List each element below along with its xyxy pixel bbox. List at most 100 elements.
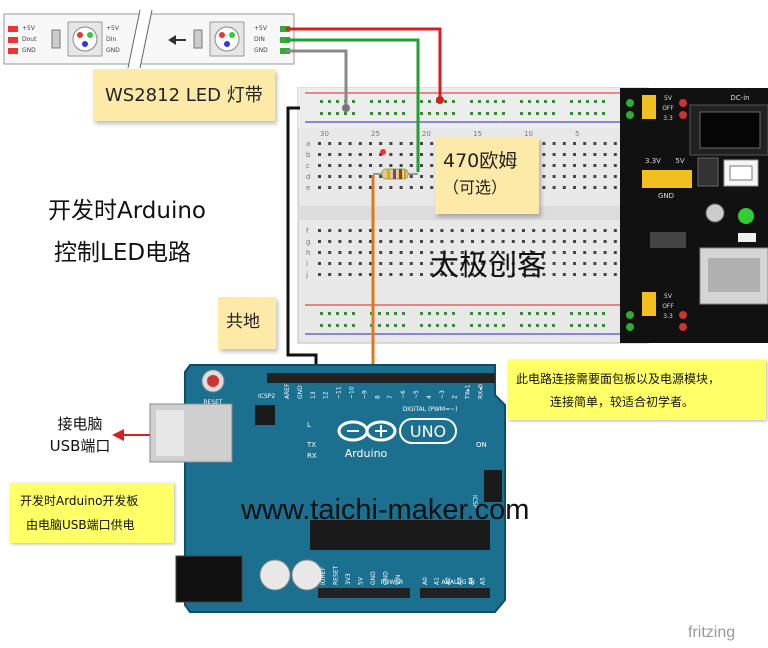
bb-hole [613,251,617,254]
bb-rail-hole [586,100,589,103]
bb-hole [409,175,413,178]
bb-hole [318,175,321,178]
bb-hole [552,186,556,189]
bb-hole [399,229,403,232]
bb-hole [562,240,566,243]
pin-label: 3V3 [345,573,352,585]
pin-label: GND [297,385,304,399]
strip-pin-left-2: Dout [22,36,37,43]
bb-hole [511,262,515,265]
bb-rail-hole [378,312,381,315]
bb-hole [399,142,403,145]
bb-rail-hole [402,100,405,103]
bb-hole [409,273,413,276]
bb-hole [613,262,617,265]
bb-hole [501,273,505,276]
bb-hole [522,273,525,276]
bb-row-label: e [306,184,310,192]
resistor-note-line2: （可选） [443,178,508,197]
bb-hole [379,164,383,167]
pin-label: VIN [395,575,402,585]
bb-hole [481,273,485,276]
bb-hole [583,186,587,189]
bb-rail-hole [386,112,389,115]
bb-hole [511,251,515,254]
bb-hole [613,240,617,243]
bb-row-label: d [306,173,310,181]
power-header [318,588,410,598]
bb-hole [562,262,566,265]
bb-hole [573,240,576,243]
pin-label: 4 [426,395,433,399]
bb-hole [318,240,321,243]
bb-hole [542,164,546,167]
arduino-uno-board: UNO Arduino RESET ICSP2 ICSP ON L TX RX … [149,364,506,613]
page-title: 开发时Arduino 控制LED电路 [48,194,206,270]
bb-rail-hole [502,324,505,327]
bb-rail-hole [494,100,497,103]
bb-hole [318,251,321,254]
bb-hole [358,273,362,276]
bb-rail-hole [336,312,339,315]
bb-rail-hole [602,324,605,327]
bb-hole [583,142,587,145]
bb-rail-hole [394,100,397,103]
resistor-note-line1: 470欧姆 [443,150,518,172]
bb-hole [542,142,546,145]
bb-hole [552,142,556,145]
bb-hole [389,142,393,145]
bb-hole [583,229,587,232]
bb-hole [430,153,434,156]
bb-hole [409,251,413,254]
bb-rail-hole [470,100,473,103]
analog-label: ANALOG IN [441,579,474,586]
atmega-chip [310,520,490,550]
l-led-label: L [307,421,311,429]
bb-hole [593,251,597,254]
jumper-bottom-33: 3.3 [663,313,673,320]
bb-rail-hole [336,100,339,103]
bb-hole [450,273,454,276]
bb-hole [430,229,434,232]
bb-rail-hole [394,112,397,115]
on-label: ON [476,441,487,449]
bb-hole [379,262,383,265]
bb-hole [420,186,423,189]
led-chip-left [67,21,103,57]
power-module: DC-in 3.3V 5V GND 5V OFF 3.3 5V OFF 3.3 [620,88,768,343]
bb-hole [460,240,464,243]
bb-rail-hole [378,324,381,327]
bb-hole [399,153,403,156]
bb-rail-hole [386,100,389,103]
bb-hole [450,262,454,265]
bb-hole [562,153,566,156]
board-power-note-line1: 开发时Arduino开发板 [20,494,139,508]
pin-label: ~3 [439,390,446,399]
bb-hole [511,240,515,243]
title-line2: 控制LED电路 [54,240,192,266]
bb-hole [369,164,372,167]
bb-hole [379,240,383,243]
bb-hole [460,251,464,254]
bb-rail-hole [552,324,555,327]
bb-hole [603,229,607,232]
bb-hole [460,273,464,276]
bb-hole [542,175,546,178]
jumper-bottom-off: OFF [662,303,674,310]
bb-hole [532,240,536,243]
icsp2-label: ICSP2 [258,393,275,400]
pin-label: ~5 [413,390,420,399]
bb-rail-hole [428,112,431,115]
bb-hole [338,229,342,232]
bb-rail-hole [494,312,497,315]
bb-rail-hole [336,324,339,327]
bb-hole [613,175,617,178]
pin-label: 12 [323,391,330,399]
bb-hole [552,262,556,265]
bb-hole [542,229,546,232]
bb-hole [420,229,423,232]
